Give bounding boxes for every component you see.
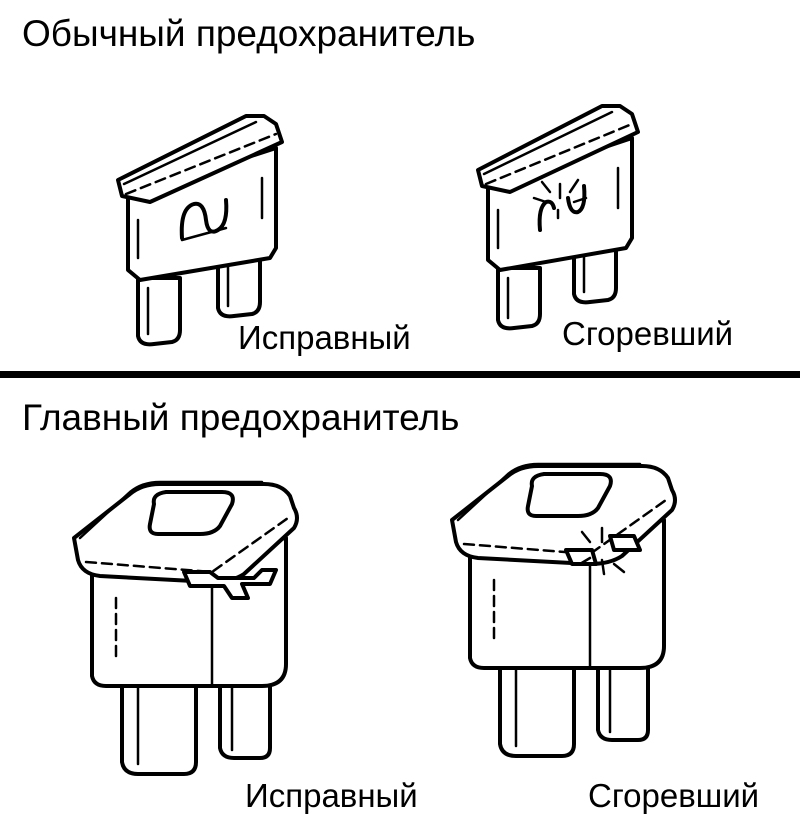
blade-fuse-blown-icon	[470, 98, 650, 338]
main-fuse-good-label: Исправный	[245, 777, 418, 814]
cartridge-fuse-intact-icon	[72, 478, 312, 788]
main-fuse-blown-label: Сгоревший	[588, 777, 760, 814]
main-fuse-title: Главный предохранитель	[22, 397, 460, 438]
regular-fuse-title: Обычный предохранитель	[22, 13, 476, 54]
section-divider	[0, 371, 800, 378]
regular-fuse-blown-label: Сгоревший	[562, 315, 734, 352]
blade-fuse-intact-icon	[110, 108, 290, 348]
regular-fuse-good-label: Исправный	[238, 319, 411, 356]
cartridge-fuse-blown-icon	[450, 460, 690, 770]
